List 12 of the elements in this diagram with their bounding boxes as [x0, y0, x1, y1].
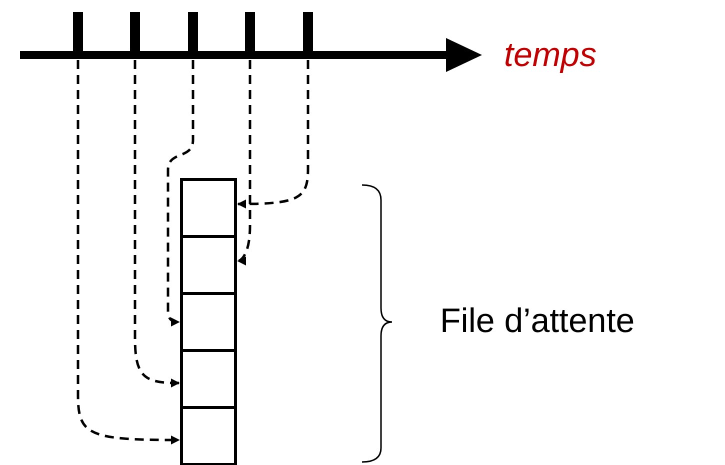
dashed-arrow [134, 60, 180, 388]
queue-slot [180, 178, 237, 238]
queue-slot [180, 292, 237, 352]
dashed-arrow [237, 60, 252, 264]
axis-label: temps [504, 36, 597, 75]
dashed-arrow [76, 60, 180, 444]
queue-slot [180, 406, 237, 465]
dashed-arrow [166, 60, 194, 326]
dashed-arrow [237, 60, 310, 208]
queue-slot [180, 349, 237, 409]
queue-slot [180, 235, 237, 295]
brace-label: File d’attente [440, 302, 635, 341]
